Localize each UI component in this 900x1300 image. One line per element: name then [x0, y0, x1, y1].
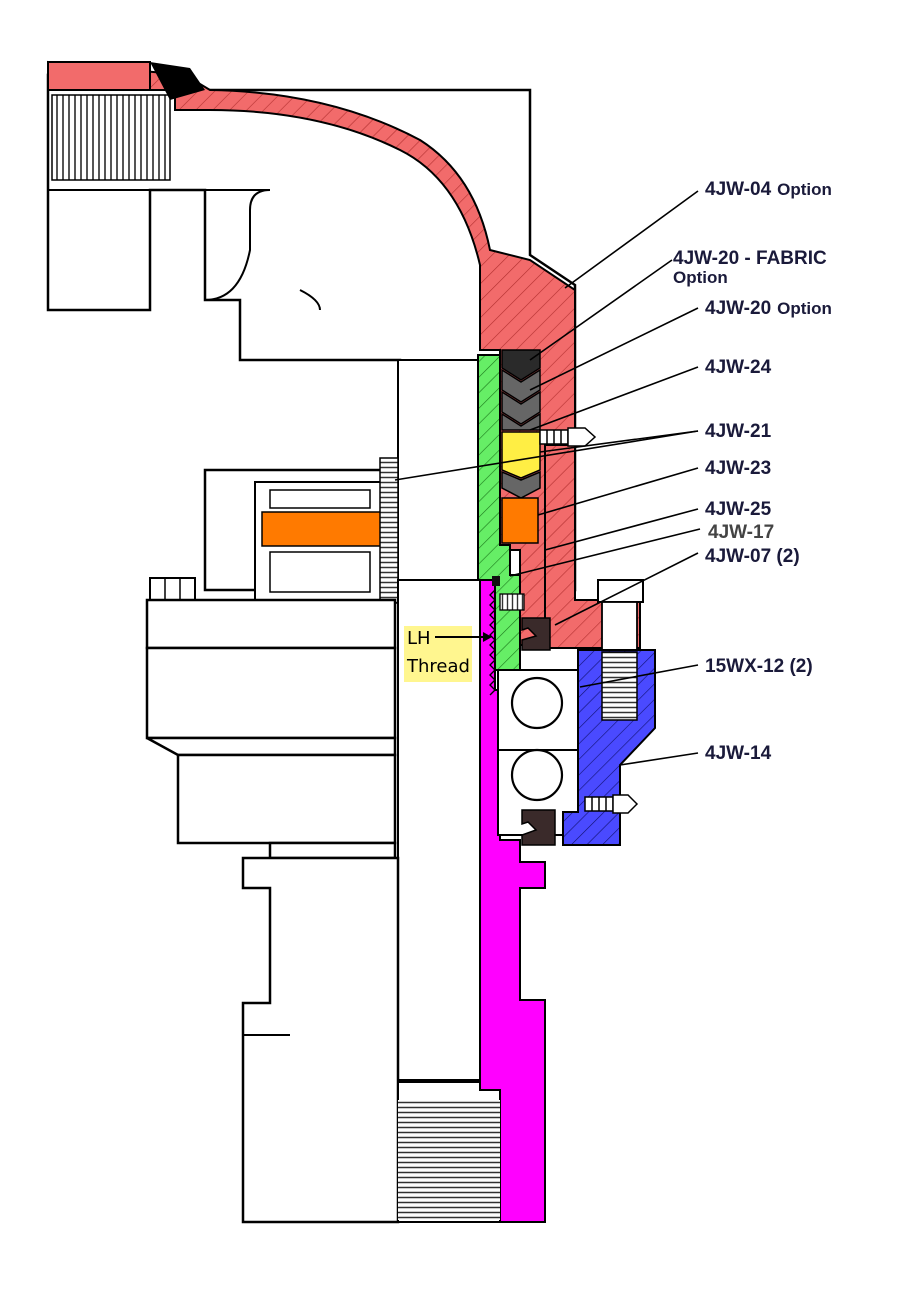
label-4jw24: 4JW-24	[705, 357, 772, 378]
body-top-cap	[47, 61, 151, 91]
lh-thread-note-bg	[404, 626, 472, 682]
lower-packing	[501, 470, 541, 499]
lower-flange-left	[145, 598, 397, 860]
set-screw-4jw17	[492, 576, 525, 611]
outlet-pipe	[241, 856, 501, 1224]
label-4jw21: 4JW-21	[705, 421, 772, 442]
label-4jw20: 4JW-20	[705, 298, 771, 319]
grease-fitting-upper	[539, 427, 597, 447]
part-label-4jw20-fabric: 4JW-20 - FABRIC Option	[673, 248, 827, 287]
inlet-thread-teeth	[51, 94, 171, 181]
grease-fitting-lower	[584, 794, 639, 814]
upper-bore	[397, 359, 479, 581]
label-4jw20-fabric-option: Option	[673, 268, 728, 287]
label-4jw07: 4JW-07 (2)	[705, 546, 800, 567]
spacer-4jw21	[501, 431, 541, 479]
label-4jw04: 4JW-04	[705, 179, 772, 200]
seal-lower	[521, 809, 556, 846]
stem-lh-thread	[489, 589, 496, 696]
part-label-4jw20: 4JW-20 Option	[705, 298, 832, 319]
lh-thread-line2: Thread	[406, 656, 470, 677]
seal-upper	[521, 617, 551, 651]
label-4jw20-option: Option	[777, 299, 832, 318]
lh-thread-line1: LH	[407, 628, 431, 649]
left-bolt-head	[149, 577, 196, 601]
label-4jw04-option: Option	[777, 180, 832, 199]
leader-lines	[394, 190, 701, 766]
ring-4jw23	[501, 497, 539, 544]
label-15wx12: 15WX-12 (2)	[705, 656, 813, 677]
label-4jw25: 4JW-25	[705, 499, 772, 520]
label-4jw23: 4JW-23	[705, 458, 771, 479]
packing-stack	[501, 349, 541, 431]
lh-thread-arrowhead	[483, 632, 492, 642]
label-4jw20-fabric: 4JW-20 - FABRIC	[673, 248, 827, 269]
body-black-wedge	[150, 62, 205, 100]
left-flange-insert	[254, 457, 399, 604]
label-4jw17: 4JW-17	[708, 522, 774, 543]
retainer-bolt-hole	[601, 651, 638, 721]
part-label-4jw04: 4JW-04 Option	[705, 179, 832, 200]
label-4jw14: 4JW-14	[705, 743, 772, 764]
